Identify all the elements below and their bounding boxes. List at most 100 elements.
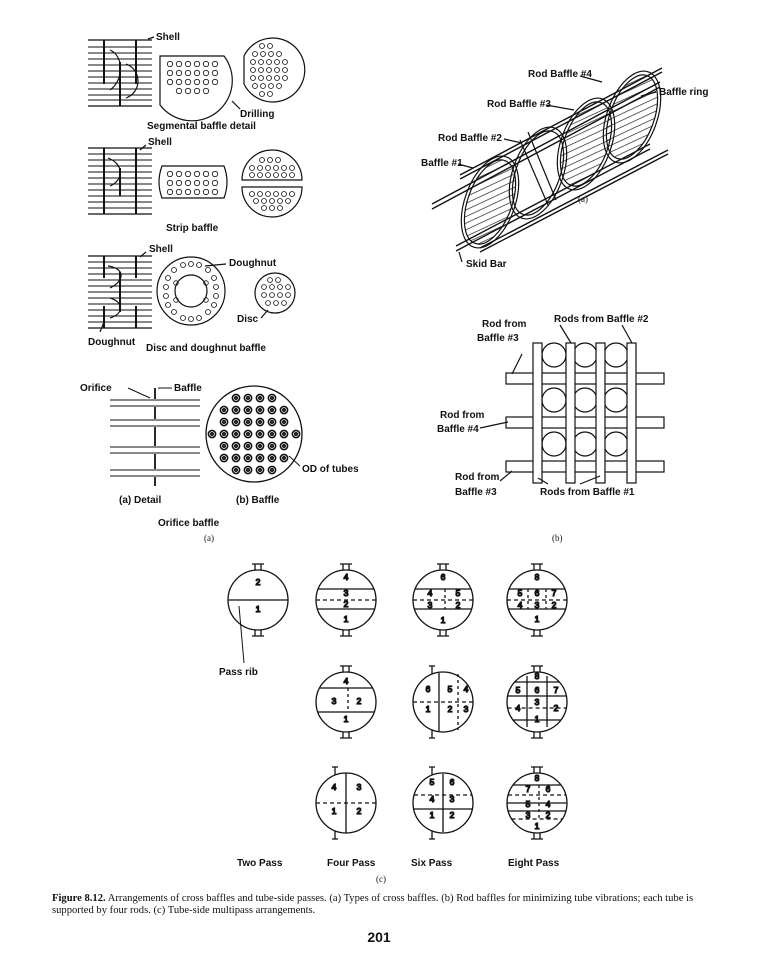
orifice-hole: [267, 393, 277, 403]
orifice-hole: [279, 429, 289, 439]
pass-number: 7: [552, 588, 557, 598]
orifice-hole-tube: [257, 455, 262, 460]
orifice-hole-tube: [281, 431, 286, 436]
orifice-hole: [219, 405, 229, 415]
orifice-baffle-detail: [110, 385, 303, 486]
orifice-hole-tube: [246, 395, 251, 400]
orifice-hole-tube: [246, 467, 251, 472]
doughnut-caption: Disc and doughnut baffle: [146, 343, 266, 354]
pass-number: 8: [535, 773, 540, 783]
pass-number: 1: [426, 704, 431, 714]
orifice-hole-tube: [269, 431, 274, 436]
rod-grid-vertical-rods: [532, 342, 637, 484]
doughnut-left-label: Doughnut: [88, 337, 136, 348]
page-number: 201: [367, 929, 391, 945]
orifice-hole-tube: [257, 443, 262, 448]
doughnut-ring-outer: [156, 256, 226, 326]
orifice-hole: [255, 441, 265, 451]
pass-number: 5: [448, 684, 453, 694]
orifice-hole: [243, 405, 253, 415]
pass-number: 3: [428, 600, 433, 610]
strip-center-holes: [166, 170, 219, 196]
doughnut-ring-inner: [174, 274, 208, 308]
orifice-hole-tube: [269, 419, 274, 424]
pass-number: 3: [332, 696, 337, 706]
orifice-hole: [231, 429, 241, 439]
figure-caption-text: Arrangements of cross baffles and tube-s…: [52, 893, 694, 916]
pass-number: 8: [535, 572, 540, 582]
orifice-hole-tube: [246, 407, 251, 412]
pass-number: 3: [535, 697, 540, 707]
orifice-hole: [219, 441, 229, 451]
orifice-hole-tube: [210, 431, 215, 436]
orifice-hole: [231, 393, 241, 403]
pass-number: 3: [344, 588, 349, 598]
pass-number: 1: [441, 615, 446, 625]
figure-caption: Figure 8.12. Arrangements of cross baffl…: [52, 893, 732, 917]
orifice-detail-label: (a) Detail: [119, 495, 161, 506]
orifice-hole: [267, 417, 277, 427]
pass-number: 2: [357, 806, 362, 816]
orifice-hole-tube: [222, 455, 227, 460]
doughnut-tube-bundle: [88, 255, 152, 329]
orifice-hole-tube: [222, 443, 227, 448]
orifice-hole-tube: [281, 443, 286, 448]
pass-number: 4: [464, 684, 469, 694]
orifice-hole: [255, 429, 265, 439]
orifice-hole-tube: [246, 419, 251, 424]
orifice-hole: [255, 393, 265, 403]
orifice-hole-tube: [222, 431, 227, 436]
orifice-hole-tube: [281, 455, 286, 460]
doughnut-label: Doughnut: [229, 258, 277, 269]
orifice-hole: [243, 429, 253, 439]
orifice-hole-tube: [269, 407, 274, 412]
segmental-shell-label: Shell: [156, 32, 180, 43]
rods-from-2-label: Rods from Baffle #2: [554, 314, 649, 325]
doughnut-ring-holes: [163, 261, 219, 322]
pass-number: 2: [450, 810, 455, 820]
orifice-hole: [267, 405, 277, 415]
orifice-hole: [255, 453, 265, 463]
orifice-hole-tube: [269, 455, 274, 460]
orifice-hole: [267, 441, 277, 451]
segmental-circle-holes: [250, 43, 288, 97]
pass-number: 1: [332, 806, 337, 816]
strip-baffle-detail: [88, 144, 303, 218]
panel-a-label: (a): [204, 533, 214, 543]
orifice-baffle-holes: [207, 393, 301, 475]
baffle-1-label: Baffle #1: [421, 158, 463, 169]
rod-from-3-top-b: Baffle #3: [477, 333, 519, 344]
column-four-pass: Four Pass: [327, 858, 376, 869]
pass-number: 5: [516, 685, 521, 695]
orifice-hole: [267, 429, 277, 439]
disc-plate: [254, 272, 296, 314]
pass-number: 2: [554, 703, 559, 713]
rod-baffle-3-label: Rod Baffle #3: [487, 99, 551, 110]
orifice-hole: [291, 429, 301, 439]
pass-number: 4: [344, 572, 349, 582]
pass-number: 5: [430, 777, 435, 787]
orifice-hole: [255, 405, 265, 415]
orifice-hole: [231, 441, 241, 451]
rods-from-1-label: Rods from Baffle #1: [540, 487, 635, 498]
pass-number: 7: [526, 784, 531, 794]
orifice-caption: Orifice baffle: [158, 518, 220, 529]
segmental-plate-holes: [166, 60, 219, 95]
column-eight-pass: Eight Pass: [508, 858, 560, 869]
strip-bottom-plate: [241, 186, 303, 218]
pass-number: 1: [535, 821, 540, 831]
orifice-hole: [279, 453, 289, 463]
orifice-baffle-view-label: (b) Baffle: [236, 495, 280, 506]
orifice-hole-tube: [246, 443, 251, 448]
orifice-hole-tube: [257, 407, 262, 412]
segmental-caption: Segmental baffle detail: [147, 121, 256, 132]
orifice-hole: [219, 429, 229, 439]
segmental-drilling-label: Drilling: [240, 109, 274, 120]
orifice-hole-tube: [257, 467, 262, 472]
orifice-hole-tube: [234, 431, 239, 436]
orifice-hole-tube: [269, 467, 274, 472]
